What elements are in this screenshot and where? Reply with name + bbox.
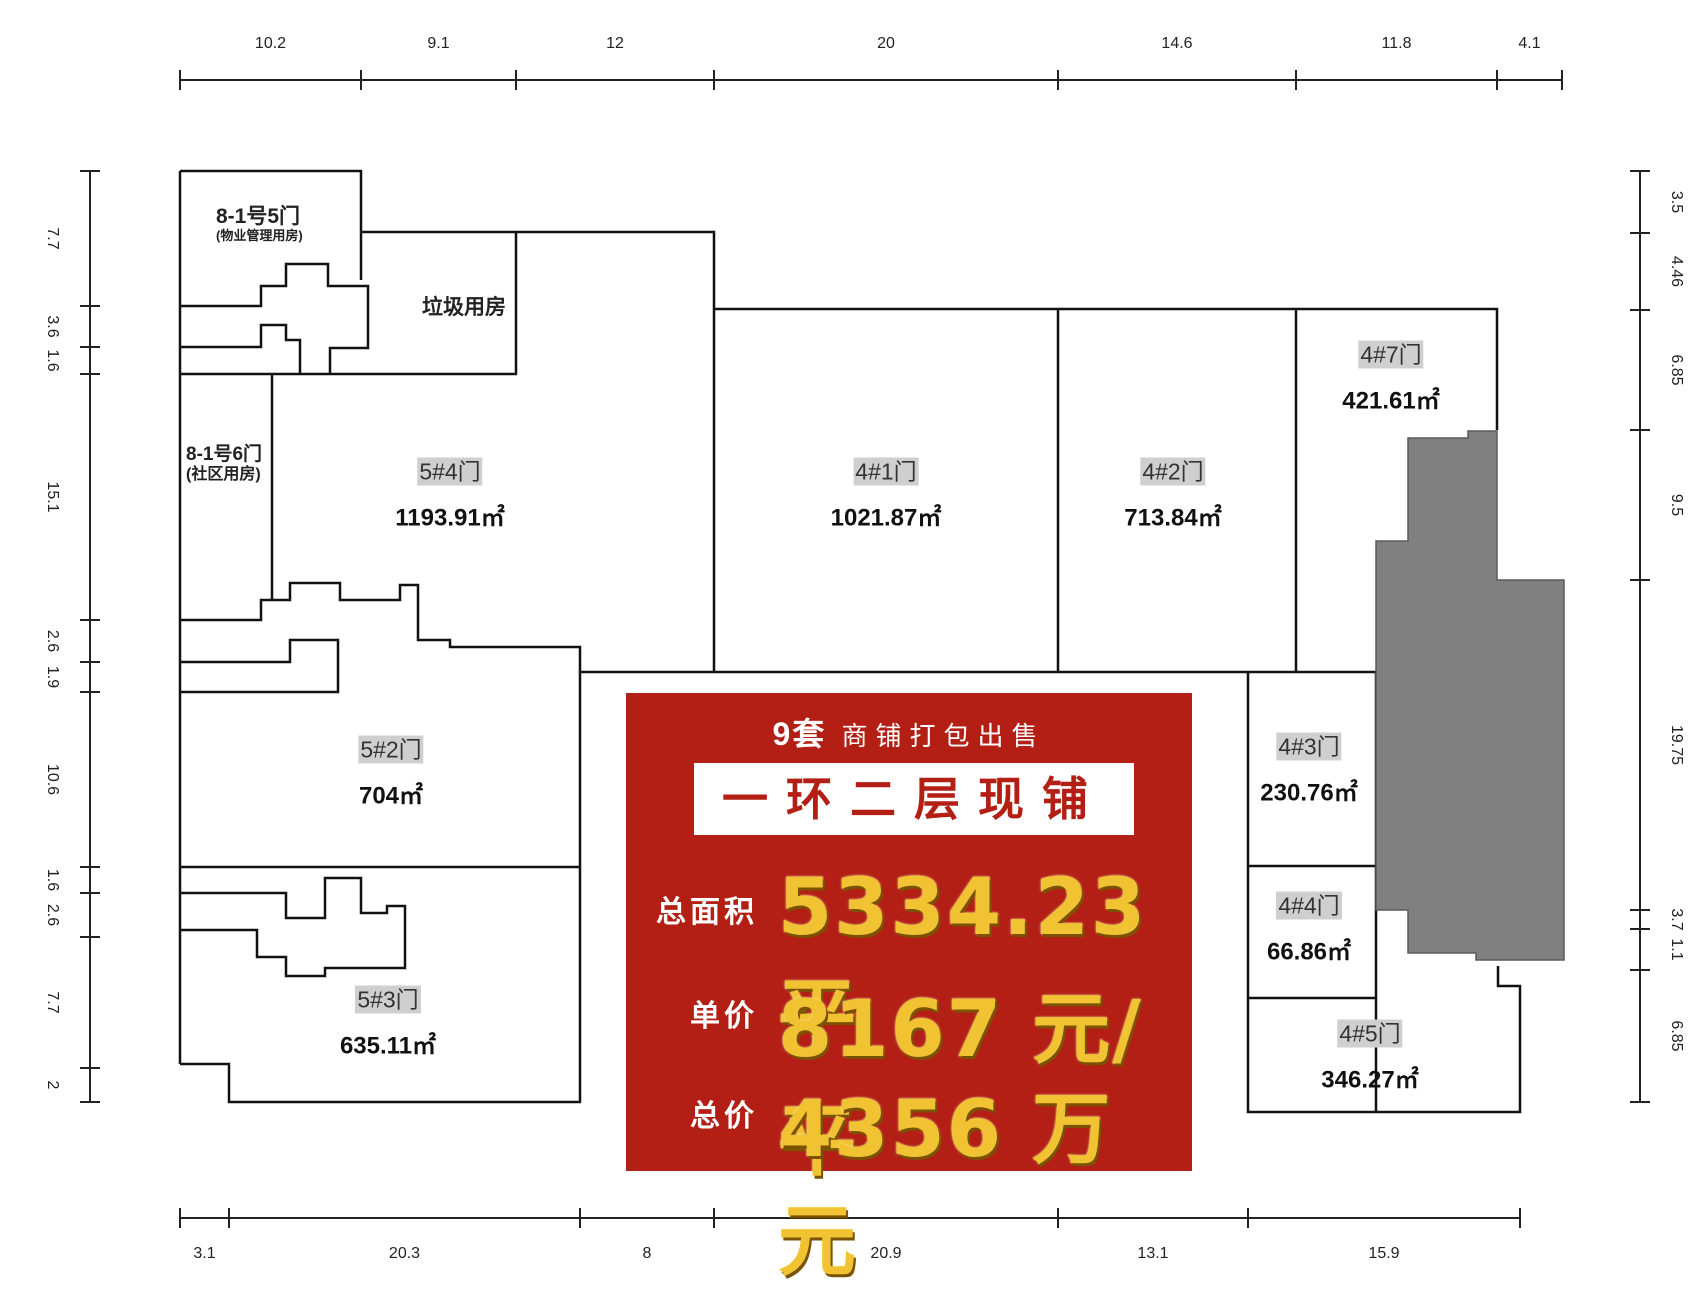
- unit-area: 635.11㎡: [339, 1032, 437, 1060]
- left-dim-label: 1.6: [44, 869, 61, 891]
- wall-outlines: [178, 169, 1522, 1114]
- right-dim-label: 3.5: [1668, 191, 1685, 213]
- sale-promo-banner: 9套 商铺打包出售 一环二层现铺 总面积 5334.23平 单价 8167 元/…: [626, 693, 1192, 1287]
- unit-4-2[interactable]: 4#2门 713.84㎡: [1124, 457, 1222, 533]
- left-dim-label: 7.7: [44, 991, 61, 1013]
- unit-area: 704㎡: [358, 782, 424, 810]
- promo-total-price-value: 4356 万元: [778, 1085, 1113, 1287]
- top-dim-label: 11.8: [1382, 35, 1412, 52]
- top-dim-label: 12: [606, 35, 624, 52]
- dimension-labels: 10.2 9.1 12 20 14.6 11.8 4.1 3.1 20.3 8 20.9 13.1 15…: [44, 35, 1685, 1262]
- promo-total-area-row: 总面积 5334.23平: [646, 861, 1182, 1061]
- room-8-1-5-name: 8-1号5门: [216, 205, 301, 228]
- bottom-dim-label: 3.1: [193, 1245, 215, 1262]
- right-dim-label: 4.46: [1668, 256, 1685, 287]
- promo-total-area-label: 总面积: [656, 896, 758, 929]
- unit-5-4[interactable]: 5#4门 1193.91㎡: [395, 457, 505, 533]
- unit-area: 713.84㎡: [1124, 504, 1222, 532]
- room-garbage: 垃圾用房: [422, 296, 506, 320]
- left-dim-label: 1.9: [44, 666, 61, 688]
- promo-total-price-row: 总价 4356 万元: [646, 1065, 1182, 1287]
- bottom-dim-label: 13.1: [1137, 1245, 1168, 1262]
- bottom-dim-label: 8: [643, 1245, 652, 1262]
- unit-area: 230.76㎡: [1260, 779, 1358, 807]
- unit-door-label: 4#7门: [1358, 340, 1424, 369]
- unit-area: 1193.91㎡: [395, 504, 505, 532]
- left-dim-label: 1.6: [44, 349, 61, 371]
- right-dim-label: 6.85: [1668, 354, 1685, 385]
- right-dim-label: 1.1: [1668, 938, 1685, 960]
- unit-area: 346.27㎡: [1321, 1066, 1419, 1094]
- promo-title: 一环二层现铺: [694, 763, 1134, 835]
- left-dim-label: 10.6: [44, 764, 61, 795]
- bottom-dim-label: 20.3: [389, 1245, 420, 1262]
- unit-4-5[interactable]: 4#5门 346.27㎡: [1321, 1019, 1419, 1095]
- unit-area: 1021.87㎡: [830, 504, 942, 532]
- room-garbage-name: 垃圾用房: [422, 296, 506, 319]
- unit-door-label: 4#5门: [1337, 1019, 1403, 1048]
- unit-4-7[interactable]: 4#7门 421.61㎡: [1342, 340, 1440, 416]
- promo-count: 9套: [772, 716, 827, 752]
- building-core-block: [1375, 430, 1565, 961]
- room-8-1-5-note: (物业管理用房): [216, 228, 303, 244]
- left-dim-label: 7.7: [44, 227, 61, 249]
- unit-5-3[interactable]: 5#3门 635.11㎡: [339, 985, 437, 1061]
- promo-headline-text: 商铺打包出售: [841, 721, 1046, 751]
- top-dim-label: 10.2: [255, 35, 286, 52]
- promo-unit-price-value: 8167 元/平: [778, 985, 1143, 1187]
- left-dim-label: 2.6: [44, 630, 61, 652]
- top-dim-label: 9.1: [427, 35, 449, 52]
- unit-4-1[interactable]: 4#1门 1021.87㎡: [830, 457, 942, 533]
- unit-5-2[interactable]: 5#2门 704㎡: [358, 735, 424, 811]
- right-dim-label: 6.85: [1668, 1020, 1685, 1051]
- left-dim-label: 2.6: [44, 904, 61, 926]
- unit-door-label: 4#3门: [1276, 732, 1342, 761]
- bottom-dim-label: 15.9: [1368, 1245, 1399, 1262]
- top-dim-label: 14.6: [1161, 35, 1192, 52]
- right-dim-label: 9.5: [1668, 494, 1685, 516]
- dimension-lines: [80, 70, 1650, 1228]
- unit-area: 421.61㎡: [1342, 387, 1440, 415]
- room-8-1-6-note: (社区用房): [186, 465, 261, 483]
- unit-door-label: 4#2门: [1140, 457, 1206, 486]
- room-8-1-6-name: 8-1号6门: [186, 444, 263, 465]
- promo-total-area-value: 5334.23平: [778, 863, 1148, 1061]
- unit-door-label: 4#4门: [1276, 891, 1342, 920]
- unit-4-3[interactable]: 4#3门 230.76㎡: [1260, 732, 1358, 808]
- unit-door-label: 5#3门: [355, 985, 421, 1014]
- top-dim-label: 20: [877, 35, 895, 52]
- room-8-1-5: 8-1号5门 (物业管理用房): [216, 205, 303, 244]
- unit-4-4[interactable]: 4#4门 66.86㎡: [1266, 891, 1352, 967]
- left-dim-label: 2: [44, 1081, 61, 1090]
- unit-door-label: 4#1门: [853, 457, 919, 486]
- left-dim-label: 3.6: [44, 315, 61, 337]
- left-dim-label: 15.1: [44, 481, 61, 512]
- unit-door-label: 5#2门: [358, 735, 424, 764]
- room-8-1-6: 8-1号6门 (社区用房): [186, 444, 262, 484]
- right-dim-label: 19.75: [1668, 725, 1685, 765]
- right-dim-label: 3.7: [1668, 908, 1685, 930]
- top-dim-label: 4.1: [1518, 35, 1540, 52]
- unit-door-label: 5#4门: [417, 457, 483, 486]
- promo-total-price-label: 总价: [690, 1100, 758, 1133]
- promo-headline: 9套 商铺打包出售: [626, 709, 1192, 755]
- promo-unit-price-label: 单价: [690, 1000, 758, 1033]
- promo-unit-price-row: 单价 8167 元/平: [646, 965, 1182, 1187]
- bottom-dim-label: 20.9: [870, 1245, 901, 1262]
- unit-area: 66.86㎡: [1266, 938, 1352, 966]
